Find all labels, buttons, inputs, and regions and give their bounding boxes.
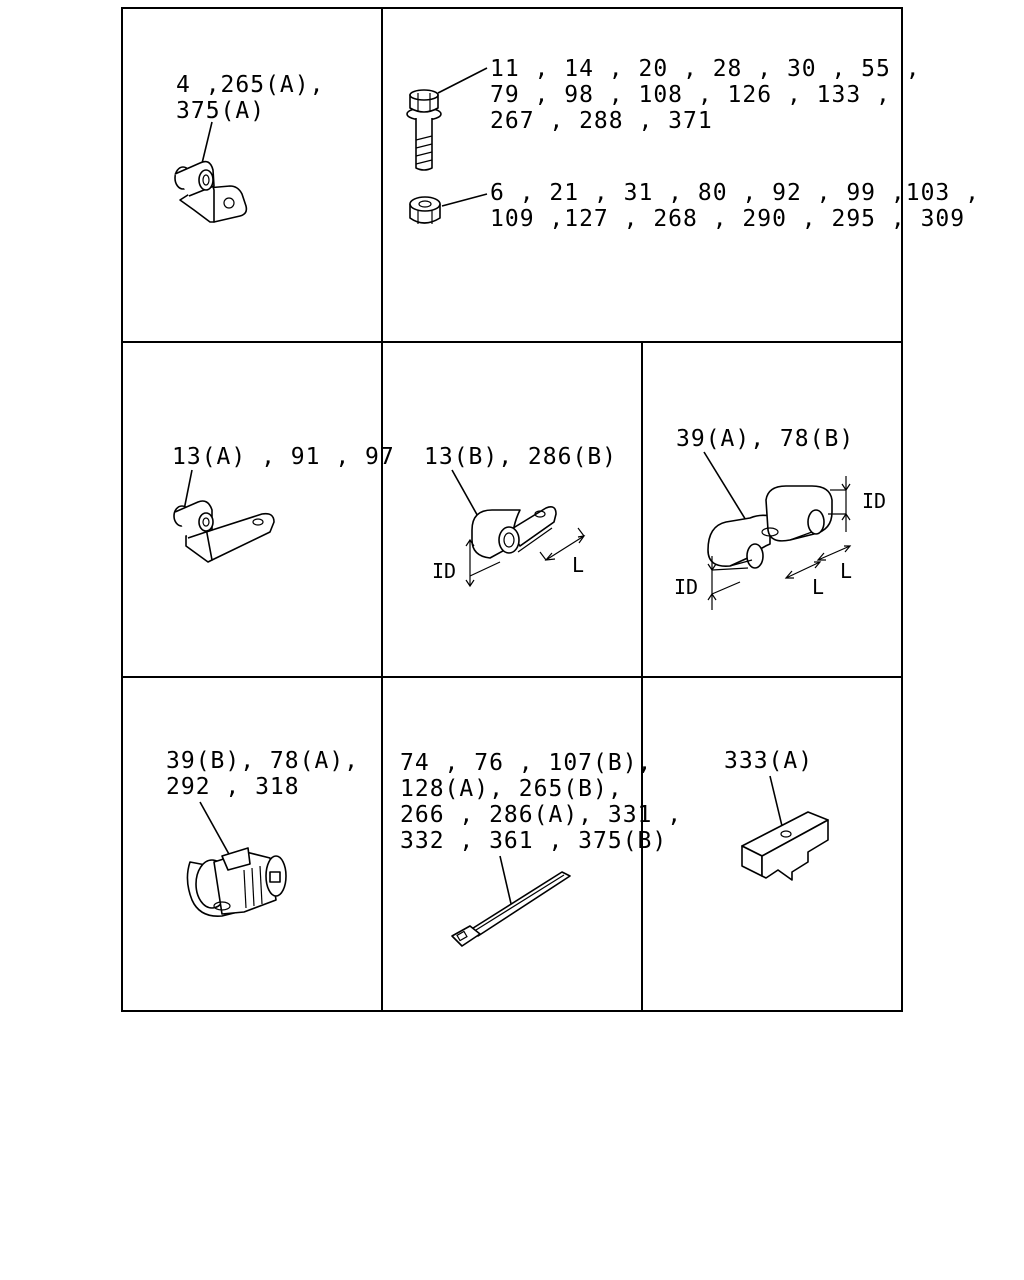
leader-line <box>769 775 783 827</box>
flange-bolt-drawing <box>406 89 442 171</box>
hex-nut-drawing <box>409 196 441 224</box>
part-label-line: 39(A), 78(B) <box>676 426 854 452</box>
leader-line <box>499 855 513 909</box>
part-label-line: 74 , 76 , 107(B), <box>400 750 652 776</box>
part-label-line: 79 , 98 , 108 , 126 , 133 , <box>490 82 891 108</box>
cell-clamp-dimensioned: 13(B), 286(B) ID L <box>424 444 617 588</box>
part-label-line: 375(A) <box>176 98 265 124</box>
bracket-drawing <box>741 811 829 881</box>
cell-clamp-long-tab: 13(A) , 91 , 97 <box>172 444 395 563</box>
leader-line <box>199 801 231 857</box>
part-label-line: 39(B), 78(A), <box>166 748 359 774</box>
clamp-long-tab-drawing <box>173 500 275 563</box>
grid-frame <box>121 7 903 1012</box>
dimension-label-id: ID <box>432 559 456 583</box>
part-label-line: 333(A) <box>724 748 813 774</box>
double-clamp-drawing <box>707 485 833 569</box>
dimension-l-outer: L <box>816 545 852 583</box>
leader-line <box>183 469 193 511</box>
part-label-line: 13(A) , 91 , 97 <box>172 444 395 470</box>
dimension-id-top: ID <box>828 476 886 532</box>
clamp-dimensioned-drawing <box>471 506 557 559</box>
dimension-l: L <box>539 527 586 577</box>
cable-tie-drawing <box>451 871 571 947</box>
part-label-line: 6 , 21 , 31 , 80 , 92 , 99 ,103 , <box>490 180 980 206</box>
cell-bracket: 333(A) <box>724 748 829 881</box>
dimension-label-id-bottom: ID <box>674 575 698 599</box>
part-label-line: 292 , 318 <box>166 774 300 800</box>
part-label-line: 13(B), 286(B) <box>424 444 617 470</box>
leader-line <box>703 451 753 531</box>
dimension-label-id-top: ID <box>862 489 886 513</box>
cell-bolt-nut: 11 , 14 , 20 , 28 , 30 , 55 , 79 , 98 , … <box>406 56 980 232</box>
dimension-label-l: L <box>572 553 584 577</box>
leader-line <box>437 67 488 94</box>
dimension-l-inner: L <box>784 561 824 599</box>
part-label-line: 4 ,265(A), <box>176 72 324 98</box>
leader-line <box>451 469 481 521</box>
part-label-line: 267 , 288 , 371 <box>490 108 713 134</box>
cell-double-clamp-dimensioned: 39(A), 78(B) ID ID L <box>674 426 886 610</box>
part-label-line: 266 , 286(A), 331 , <box>400 802 682 828</box>
cell-cable-tie: 74 , 76 , 107(B), 128(A), 265(B), 266 , … <box>400 750 682 947</box>
cell-clamp-single: 4 ,265(A), 375(A) <box>174 72 324 223</box>
part-label-line: 11 , 14 , 20 , 28 , 30 , 55 , <box>490 56 921 82</box>
part-label-line: 109 ,127 , 268 , 290 , 295 , 309 <box>490 206 965 232</box>
dimension-label-l-inner: L <box>812 575 824 599</box>
dimension-label-l-outer: L <box>840 559 852 583</box>
part-label-line: 332 , 361 , 375(B) <box>400 828 667 854</box>
dimension-id: ID <box>432 538 501 588</box>
dimension-id-bottom: ID <box>674 556 749 610</box>
leader-line <box>441 193 488 207</box>
clamp-single-drawing <box>174 160 248 223</box>
cell-plastic-clip: 39(B), 78(A), 292 , 318 <box>166 748 359 917</box>
part-label-line: 128(A), 265(B), <box>400 776 623 802</box>
plastic-clip-drawing <box>186 847 287 917</box>
